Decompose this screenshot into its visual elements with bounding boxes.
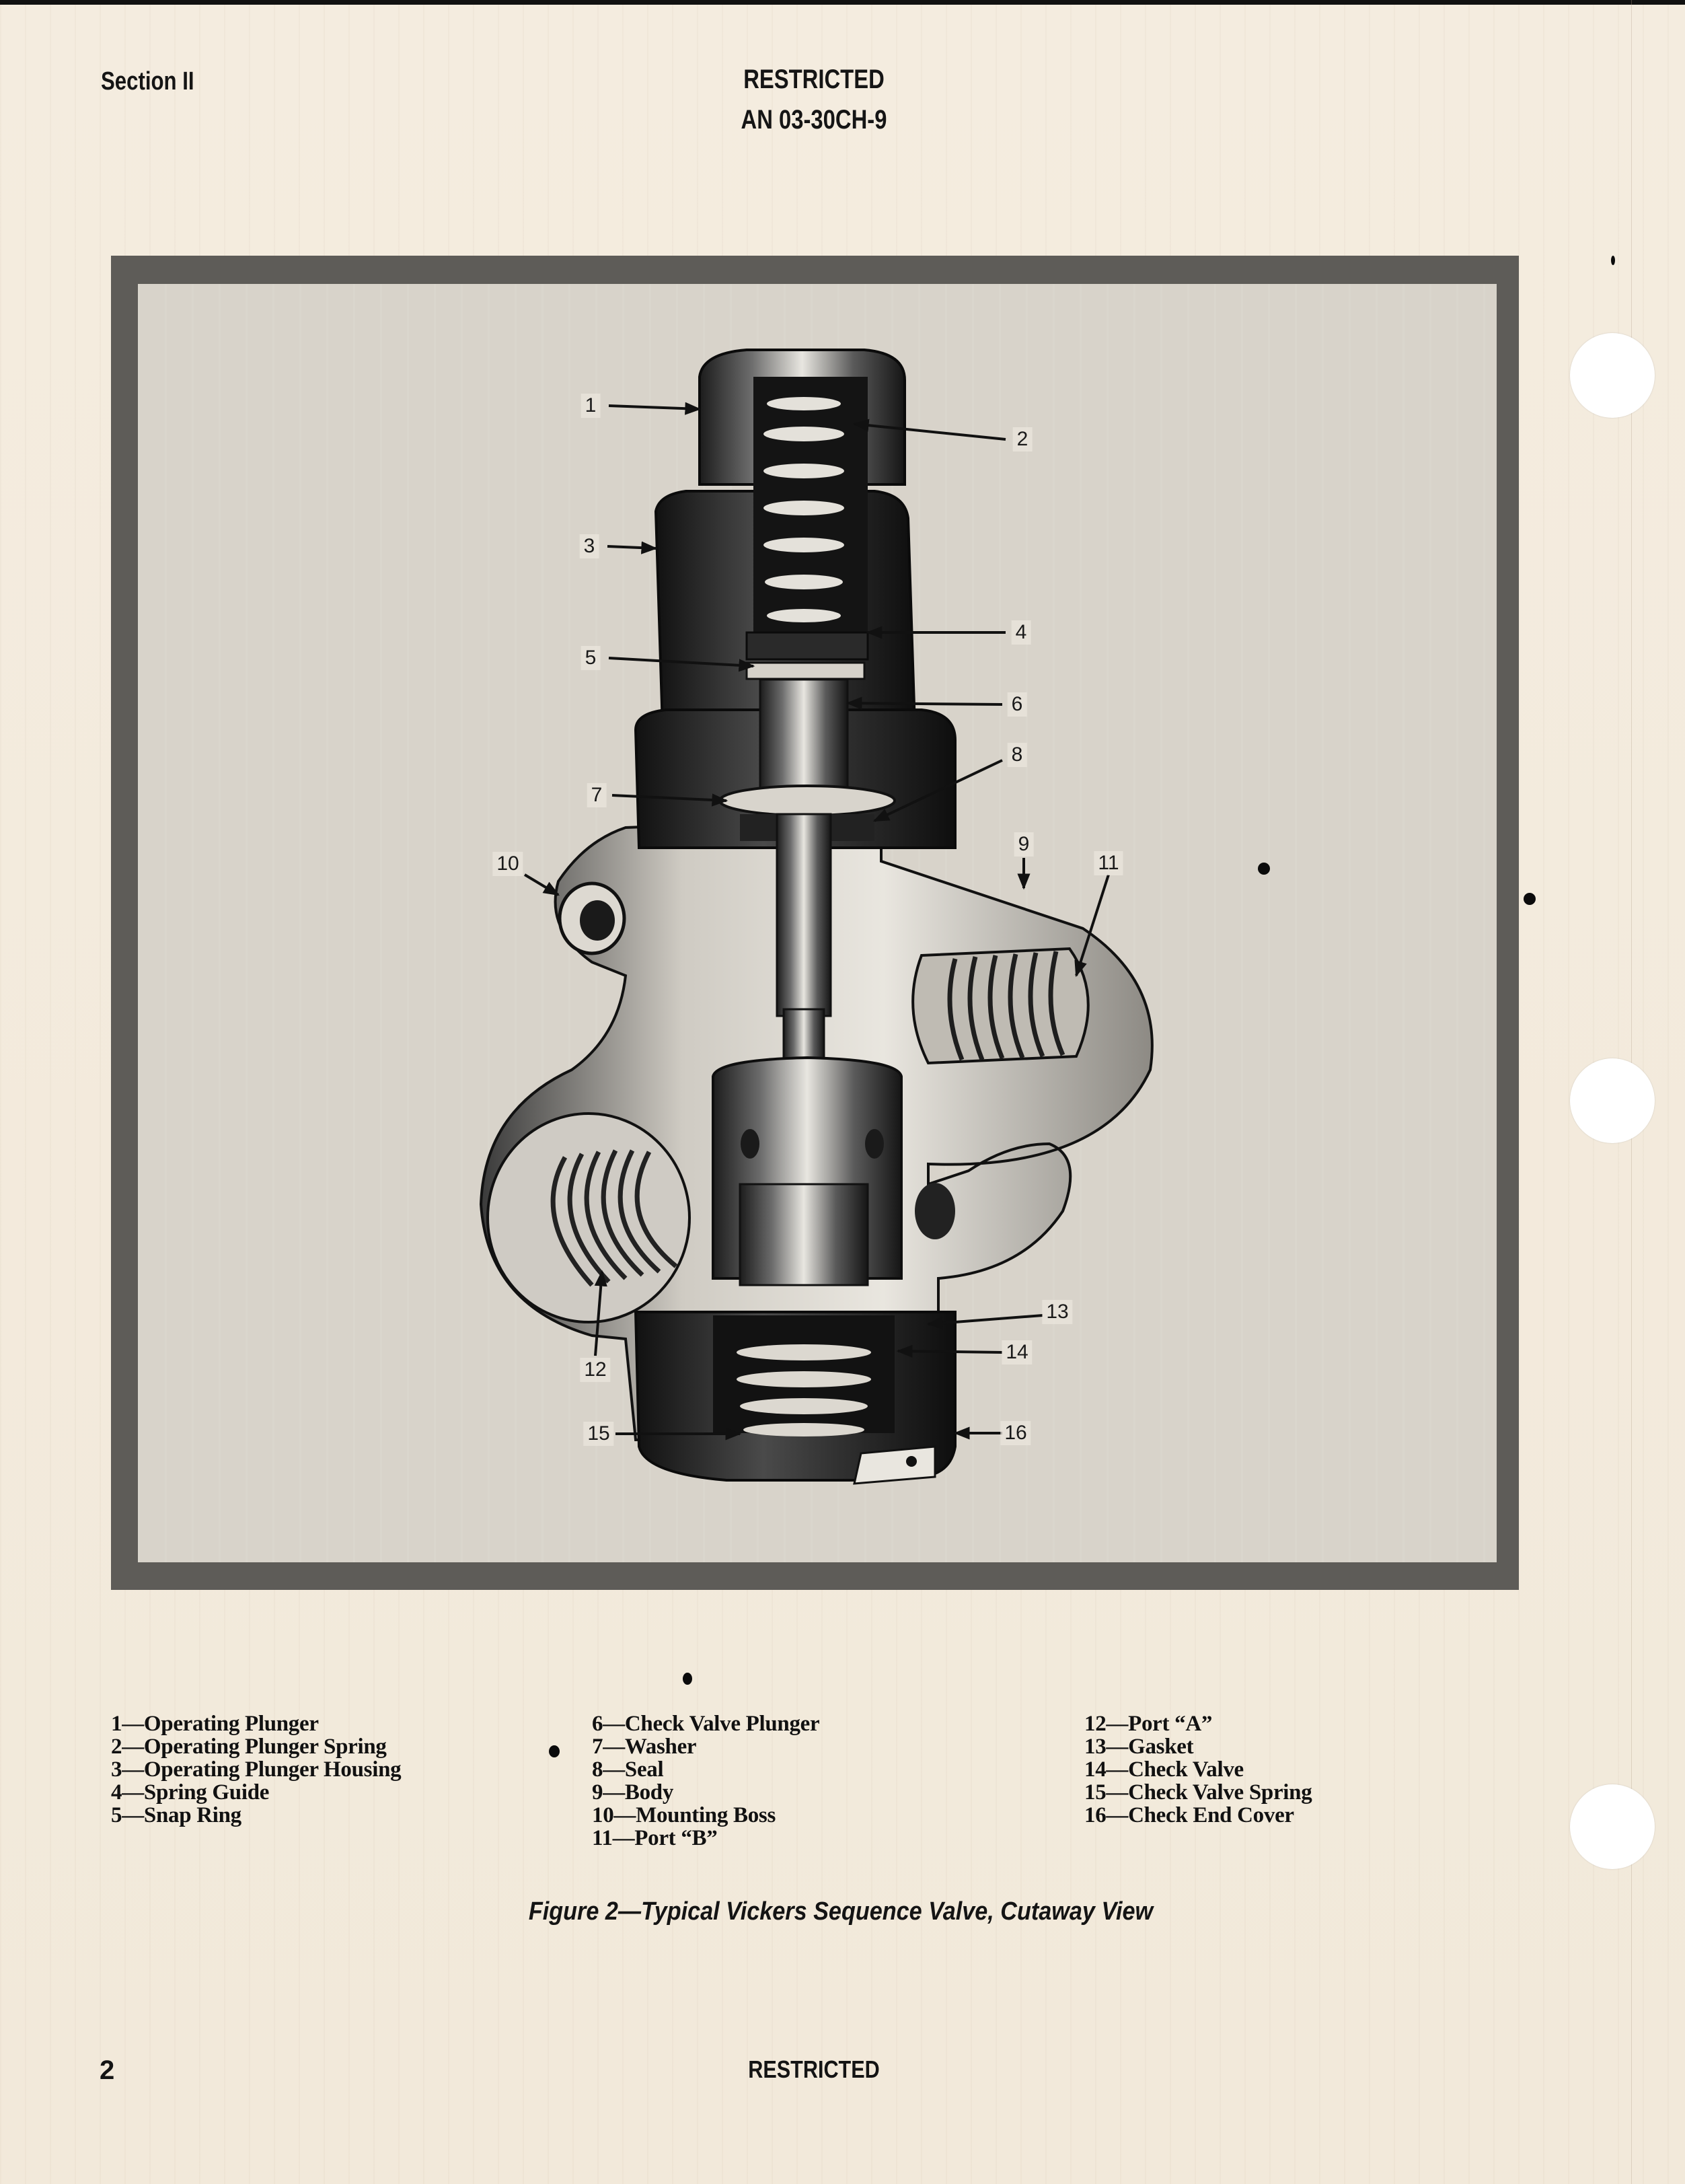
scan-top-edge xyxy=(0,0,1685,5)
callout-15: 15 xyxy=(583,1422,614,1446)
callout-16: 16 xyxy=(1000,1421,1031,1445)
legend-item: 14—Check Valve xyxy=(1084,1757,1244,1782)
document-id: AN 03-30CH-9 xyxy=(741,105,887,135)
legend-item: 8—Seal xyxy=(592,1757,664,1782)
callout-5: 5 xyxy=(581,646,601,670)
callout-4: 4 xyxy=(1011,620,1031,645)
print-speck xyxy=(683,1673,692,1685)
legend-column-1: 1—Operating Plunger 2—Operating Plunger … xyxy=(111,1712,402,1827)
legend-column-2: 6—Check Valve Plunger 7—Washer 8—Seal 9—… xyxy=(592,1712,820,1850)
legend-item: 3—Operating Plunger Housing xyxy=(111,1757,402,1782)
figure-background xyxy=(138,284,1497,1562)
callout-7: 7 xyxy=(587,783,607,807)
page-number: 2 xyxy=(100,2055,115,2085)
callout-3: 3 xyxy=(579,534,599,558)
legend-item: 15—Check Valve Spring xyxy=(1084,1780,1312,1805)
legend-item: 4—Spring Guide xyxy=(111,1780,270,1805)
legend-item: 5—Snap Ring xyxy=(111,1803,241,1827)
classification-header: RESTRICTED xyxy=(743,65,885,94)
legend-item: 16—Check End Cover xyxy=(1084,1803,1294,1827)
section-label: Section II xyxy=(101,67,194,96)
callout-1: 1 xyxy=(581,394,601,418)
callout-14: 14 xyxy=(1002,1340,1033,1364)
print-speck xyxy=(549,1745,560,1757)
binder-hole xyxy=(1570,1058,1655,1143)
legend-item: 12—Port “A” xyxy=(1084,1712,1213,1736)
binder-hole xyxy=(1570,1784,1655,1869)
callout-8: 8 xyxy=(1007,743,1027,767)
legend-item: 10—Mounting Boss xyxy=(592,1803,776,1827)
figure-caption: Figure 2—Typical Vickers Sequence Valve,… xyxy=(528,1897,1154,1926)
callout-11: 11 xyxy=(1094,851,1123,875)
binder-hole xyxy=(1570,333,1655,418)
callout-10: 10 xyxy=(492,852,523,876)
callout-13: 13 xyxy=(1042,1300,1073,1324)
legend-item: 11—Port “B” xyxy=(592,1826,718,1850)
callout-6: 6 xyxy=(1007,692,1027,717)
print-speck xyxy=(1611,256,1615,265)
legend-item: 13—Gasket xyxy=(1084,1735,1194,1759)
callout-2: 2 xyxy=(1012,427,1033,451)
legend-item: 1—Operating Plunger xyxy=(111,1712,319,1736)
callout-9: 9 xyxy=(1014,832,1034,857)
legend-item: 6—Check Valve Plunger xyxy=(592,1712,820,1736)
legend-item: 7—Washer xyxy=(592,1735,697,1759)
legend-column-3: 12—Port “A” 13—Gasket 14—Check Valve 15—… xyxy=(1084,1712,1312,1827)
legend-item: 9—Body xyxy=(592,1780,674,1805)
print-speck xyxy=(1524,893,1536,905)
classification-footer: RESTRICTED xyxy=(748,2055,880,2083)
callout-12: 12 xyxy=(580,1358,611,1382)
legend-item: 2—Operating Plunger Spring xyxy=(111,1735,387,1759)
print-speck xyxy=(1258,863,1270,875)
